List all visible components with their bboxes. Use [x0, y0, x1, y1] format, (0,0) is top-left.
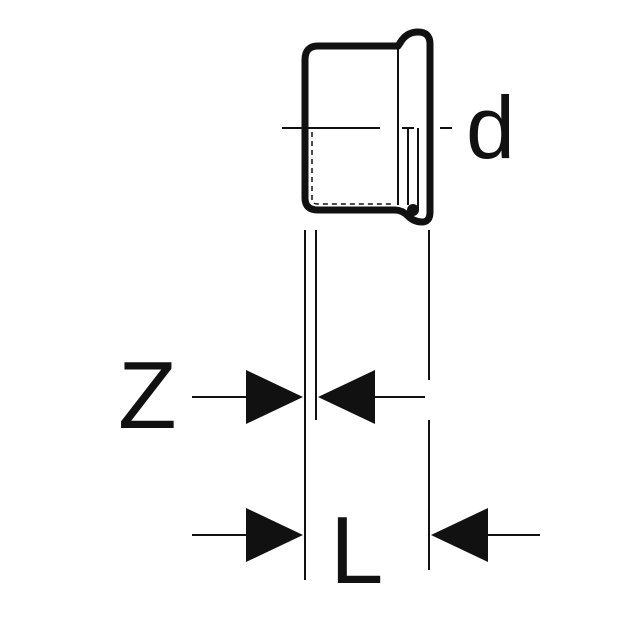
seal-ring	[407, 204, 419, 216]
section-hatch	[311, 132, 394, 205]
arrow-left-icon	[318, 370, 375, 424]
extension-lines	[304, 230, 430, 580]
z-dimension	[192, 370, 425, 424]
arrow-right-icon	[246, 370, 303, 424]
arrow-right-icon	[246, 508, 303, 562]
arrow-left-icon	[431, 508, 488, 562]
cap-outline	[301, 28, 434, 226]
label-l: L	[330, 497, 383, 604]
label-d: d	[466, 78, 515, 177]
label-z: Z	[118, 342, 177, 449]
l-dimension	[192, 508, 540, 562]
pipe-cap	[282, 28, 452, 226]
